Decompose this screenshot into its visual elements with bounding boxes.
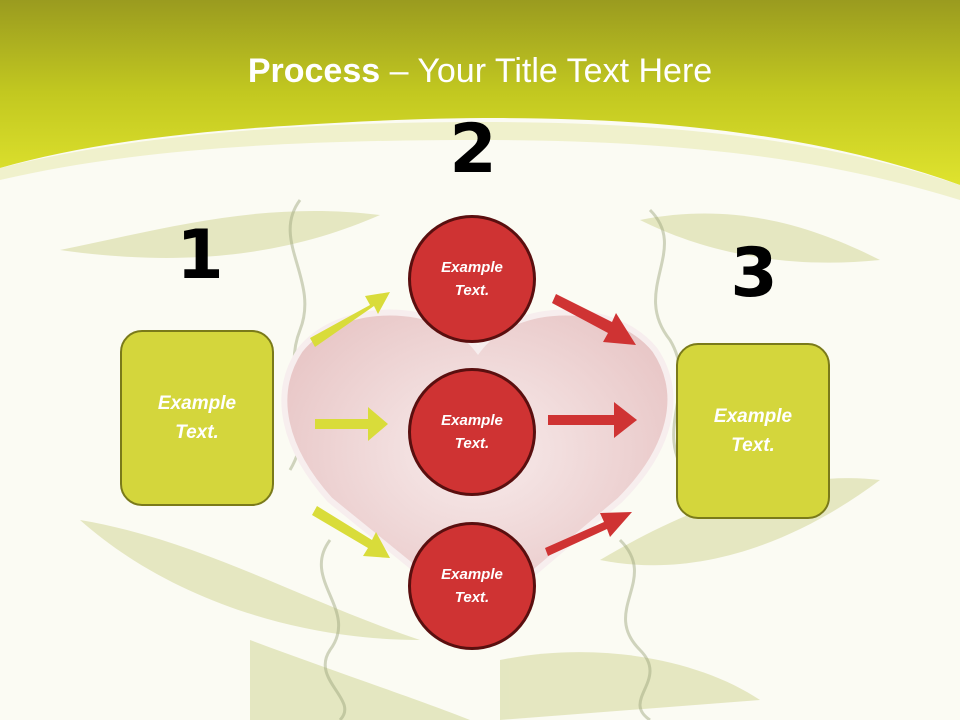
- floral-decoration: [60, 210, 880, 720]
- arrow-from-circle-1: [552, 294, 636, 345]
- circle-1: Example Text.: [408, 215, 536, 343]
- circle-3-text: Example Text.: [441, 566, 503, 606]
- step-1-text: Example Text.: [157, 393, 237, 443]
- circle-3: Example Text.: [408, 522, 536, 650]
- header-swoosh: [0, 122, 960, 200]
- step-3-text: Example Text.: [713, 406, 793, 456]
- header-band: [0, 0, 960, 185]
- arrow-from-circle-2: [548, 402, 637, 438]
- arrow-to-circle-3: [312, 506, 390, 558]
- circle-2-text: Example Text.: [441, 412, 503, 452]
- title-bold: Process: [247, 52, 381, 90]
- arrow-to-circle-2: [315, 407, 388, 441]
- arrow-to-circle-1: [310, 292, 390, 347]
- circle-2: Example Text.: [408, 368, 536, 496]
- arrow-from-circle-3: [545, 512, 632, 556]
- step-number-3: 3: [730, 234, 778, 313]
- step-number-1: 1: [176, 216, 224, 295]
- step-3-box: Example Text.: [676, 343, 830, 519]
- circle-1-text: Example Text.: [441, 259, 503, 299]
- step-number-2: 2: [449, 110, 497, 189]
- slide-title: Process – Your Title Text Here: [0, 52, 960, 91]
- step-1-box: Example Text.: [120, 330, 274, 506]
- title-rest: – Your Title Text Here: [380, 52, 713, 90]
